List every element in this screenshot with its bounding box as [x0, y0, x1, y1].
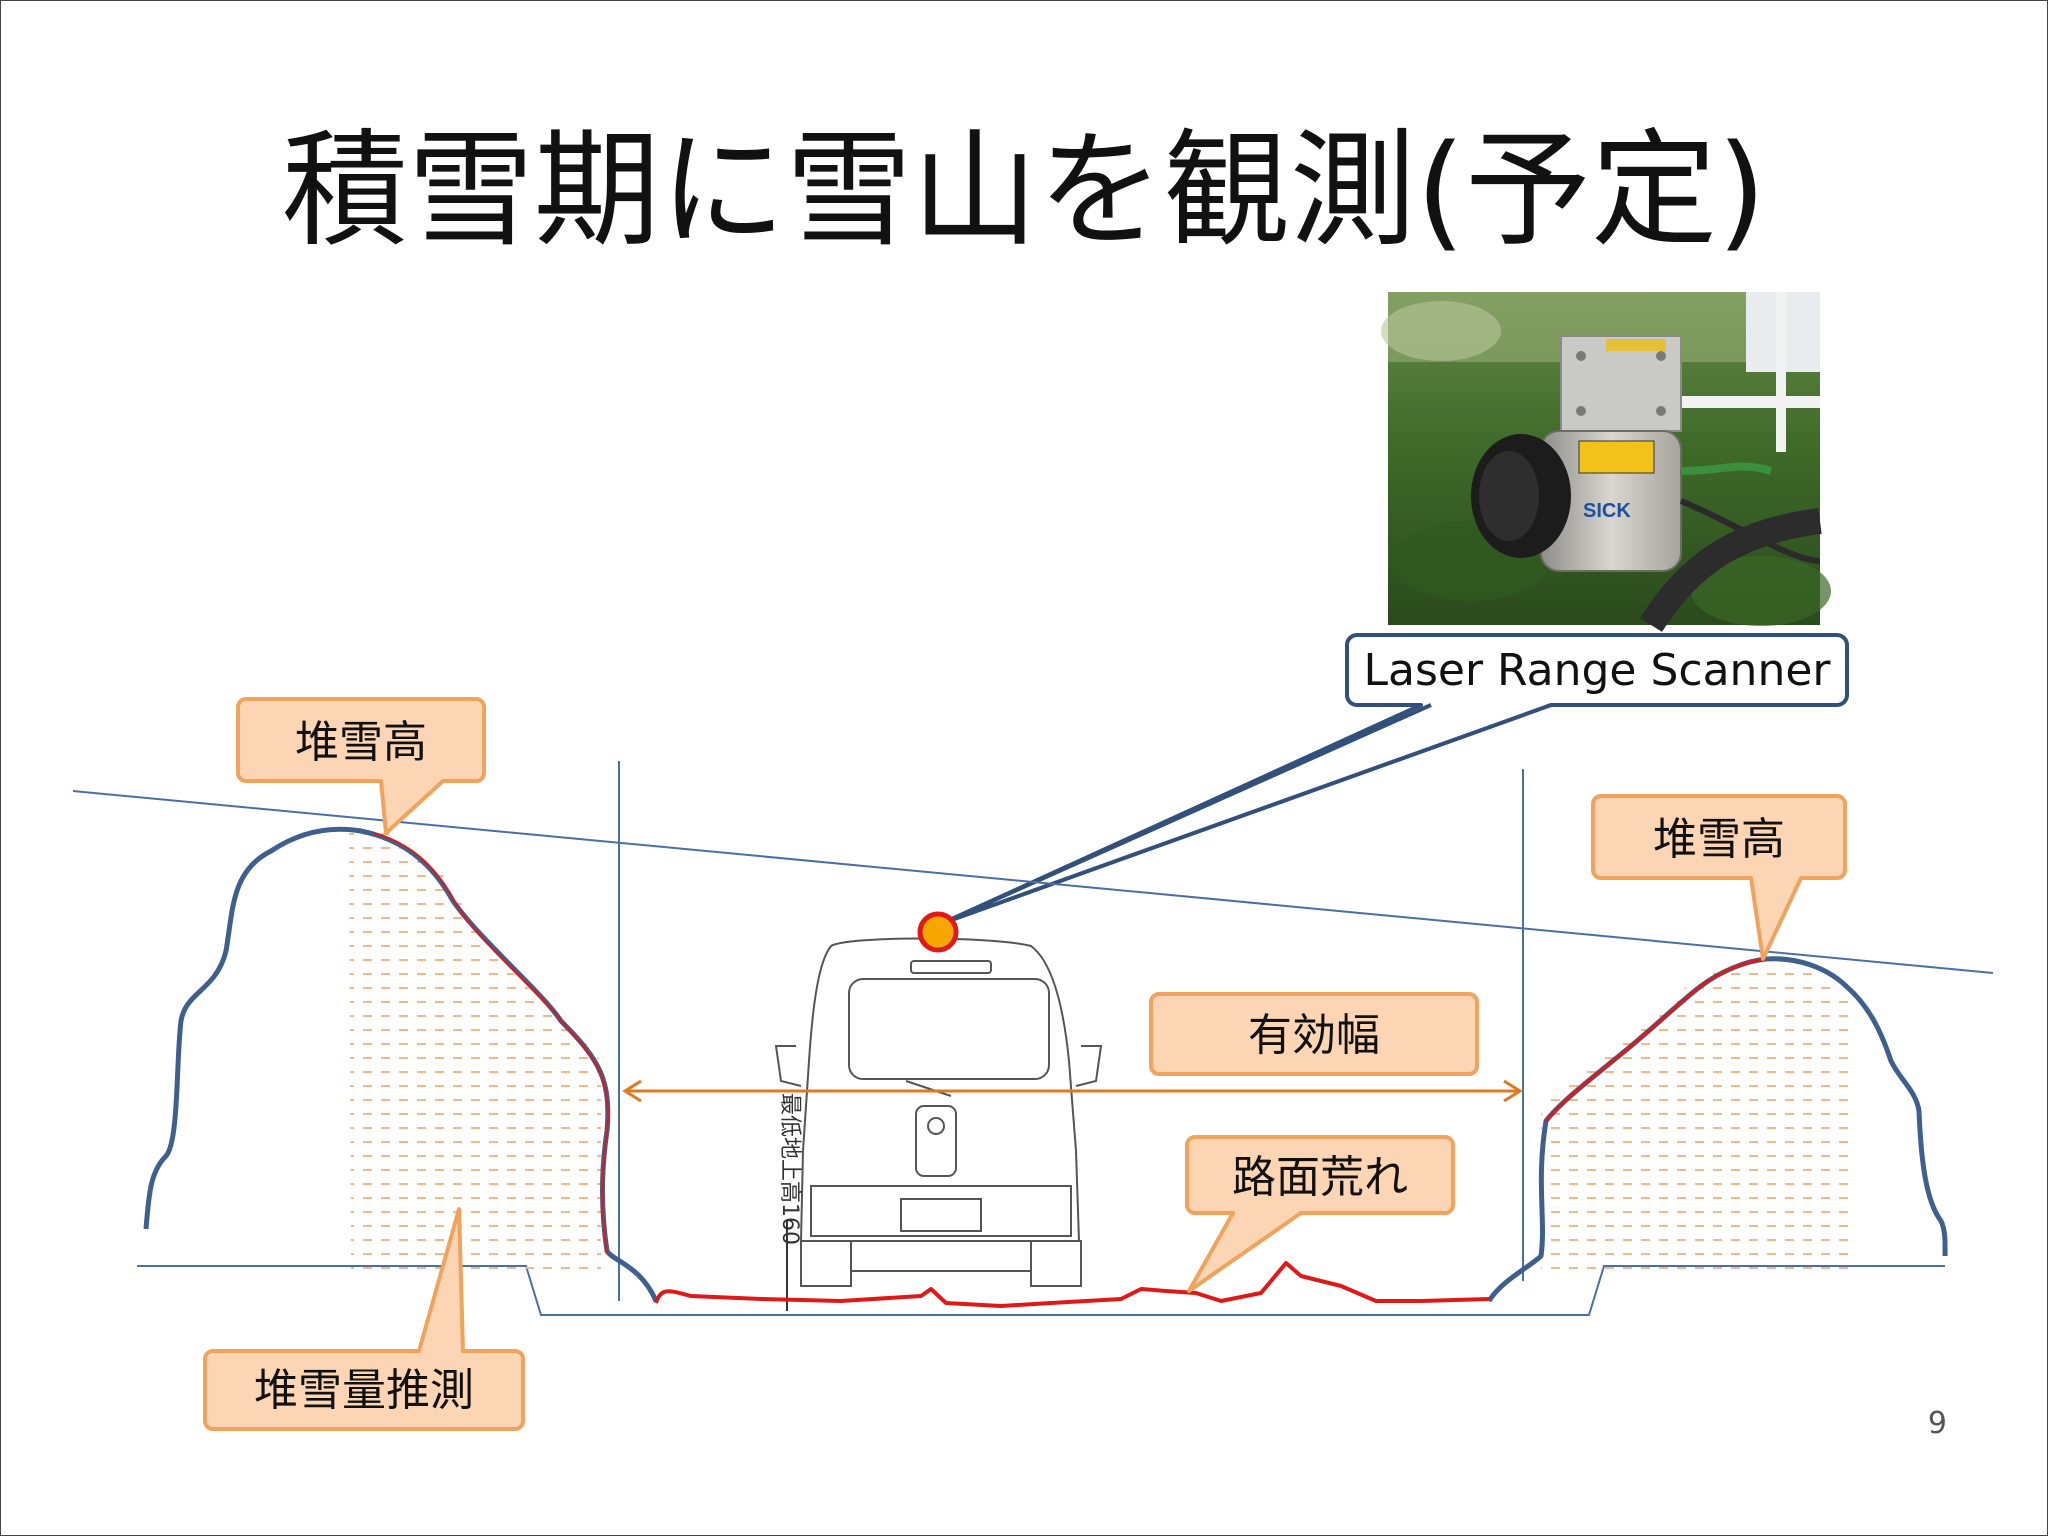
slide-title: 積雪期に雪山を観測(予定)	[281, 117, 1767, 264]
snow-volume-callout: 堆雪量推測	[203, 1207, 525, 1431]
effective-width-callout: 有効幅	[1149, 992, 1479, 1076]
page-number: 9	[1927, 1406, 1947, 1441]
scanner-position-marker	[917, 911, 959, 953]
road-surface-scan-line	[654, 1261, 1490, 1308]
vehicle-ground-clearance-label: 最低地上高160	[777, 1093, 802, 1245]
snow-height-label-right: 堆雪高	[1653, 814, 1785, 865]
vehicle-rear-view	[774, 937, 1103, 1287]
snow-height-label-left: 堆雪高	[295, 717, 427, 768]
scanner-brand-label: SICK	[1583, 500, 1631, 522]
right-snow-mound	[1486, 956, 1948, 1303]
effective-width-label: 有効幅	[1248, 1010, 1380, 1061]
scanner-photo: SICK	[1381, 292, 1831, 632]
snow-volume-label: 堆雪量推測	[254, 1365, 474, 1416]
effective-width-arrow	[622, 1079, 1523, 1103]
laser-range-scanner-label: Laser Range Scanner	[1363, 645, 1831, 696]
road-roughness-label: 路面荒れ	[1232, 1152, 1408, 1203]
snow-height-callout-right: 堆雪高	[1591, 794, 1847, 961]
left-snow-mound	[143, 826, 659, 1303]
road-roughness-callout: 路面荒れ	[1185, 1135, 1455, 1293]
snow-height-callout-left: 堆雪高	[236, 697, 486, 835]
laser-range-scanner-callout: Laser Range Scanner	[941, 633, 1849, 925]
